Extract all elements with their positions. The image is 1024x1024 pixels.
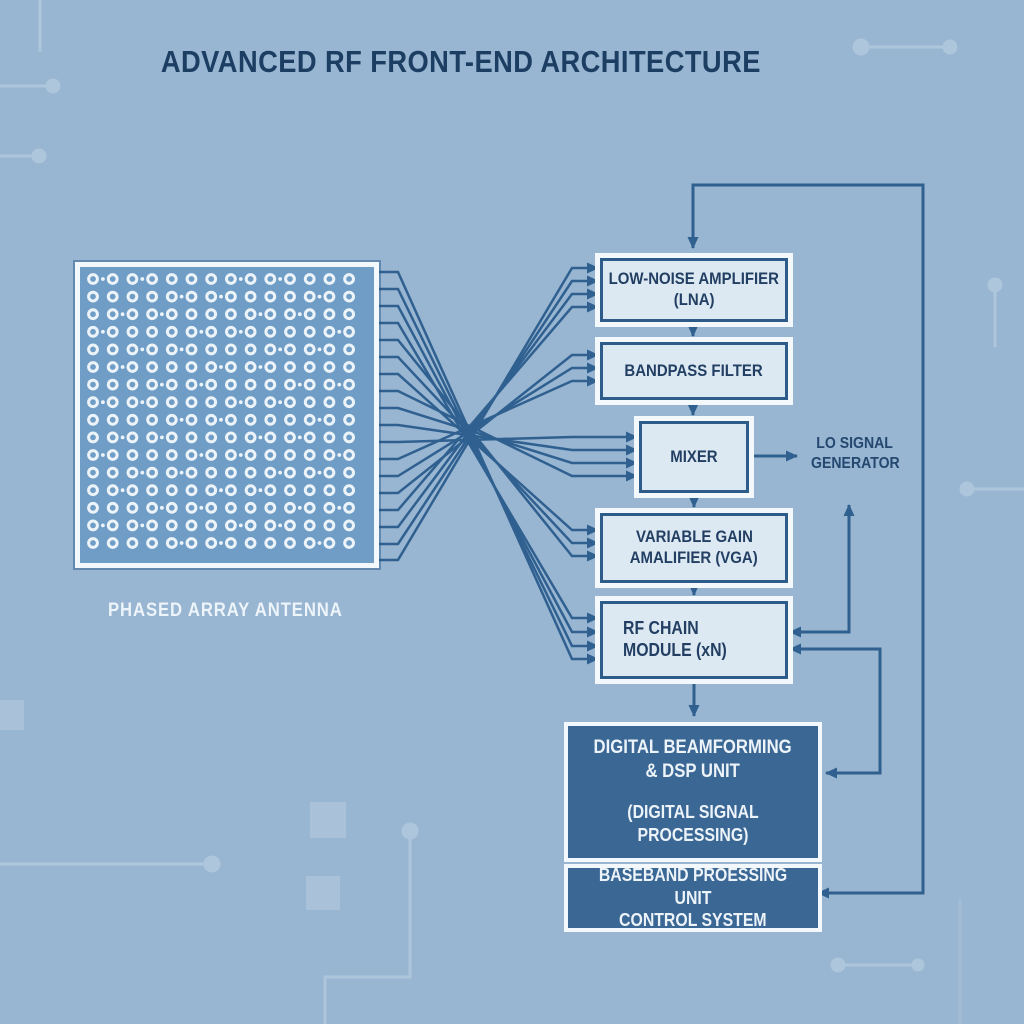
feedback-loop: [687, 183, 925, 899]
block-rf-chain-module: RF CHAIN MODULE (xN): [600, 601, 788, 679]
block-mixer-line1: MIXER: [670, 446, 718, 466]
block-dsp-line2: & DSP UNIT: [645, 760, 741, 782]
block-vga-line1: VARIABLE GAIN: [635, 527, 753, 547]
lo-rfchain-link: [789, 504, 855, 638]
chain-connectors: [684, 183, 925, 899]
antenna-feed-lines: [372, 262, 638, 665]
block-baseband-processing: BASEBAND PROESSING UNIT CONTROL SYSTEM: [564, 864, 822, 932]
block-lna-line2: (LNA): [673, 290, 715, 309]
lo-label-line2: GENERATOR: [810, 455, 900, 472]
block-vga: VARIABLE GAIN AMALIFIER (VGA): [600, 513, 788, 583]
block-rfchain-line1: RF CHAIN: [623, 618, 699, 639]
phased-array-antenna-panel: [75, 262, 379, 568]
block-bpf-line1: BANDPASS FILTER: [624, 360, 764, 380]
block-baseband-line1: BASEBAND PROESSING UNIT: [598, 865, 788, 908]
block-mixer: MIXER: [639, 421, 749, 493]
block-lna-line1: LOW-NOISE AMPLIFIER: [608, 269, 780, 289]
block-lna: LOW-NOISE AMPLIFIER (LNA): [600, 258, 788, 322]
antenna-label-text: PHASED ARRAY ANTENNA: [107, 600, 343, 621]
antenna-element-grid: [87, 273, 356, 549]
lo-label-line1: LO SIGNAL: [816, 435, 894, 452]
block-baseband-line2: CONTROL SYSTEM: [619, 910, 767, 931]
page-title-text: ADVANCED RF FRONT-END ARCHITECTURE: [160, 44, 761, 79]
block-dsp-line1: DIGITAL BEAMFORMING: [593, 737, 793, 758]
block-bandpass-filter: BANDPASS FILTER: [600, 342, 788, 400]
antenna-label: PHASED ARRAY ANTENNA: [60, 600, 390, 622]
circuit-pads: [0, 700, 346, 910]
block-dsp-line3: (DIGITAL SIGNAL PROCESSING): [627, 802, 759, 845]
block-vga-line2: AMALIFIER (VGA): [630, 548, 758, 567]
block-rfchain-line2: MODULE (xN): [623, 640, 727, 660]
page-title: ADVANCED RF FRONT-END ARCHITECTURE: [120, 44, 800, 80]
rfchain-dsp-link: [789, 643, 882, 779]
lo-signal-generator-label: LO SIGNAL GENERATOR: [795, 434, 915, 474]
block-digital-beamforming-dsp: DIGITAL BEAMFORMING & DSP UNIT (DIGITAL …: [564, 722, 822, 862]
